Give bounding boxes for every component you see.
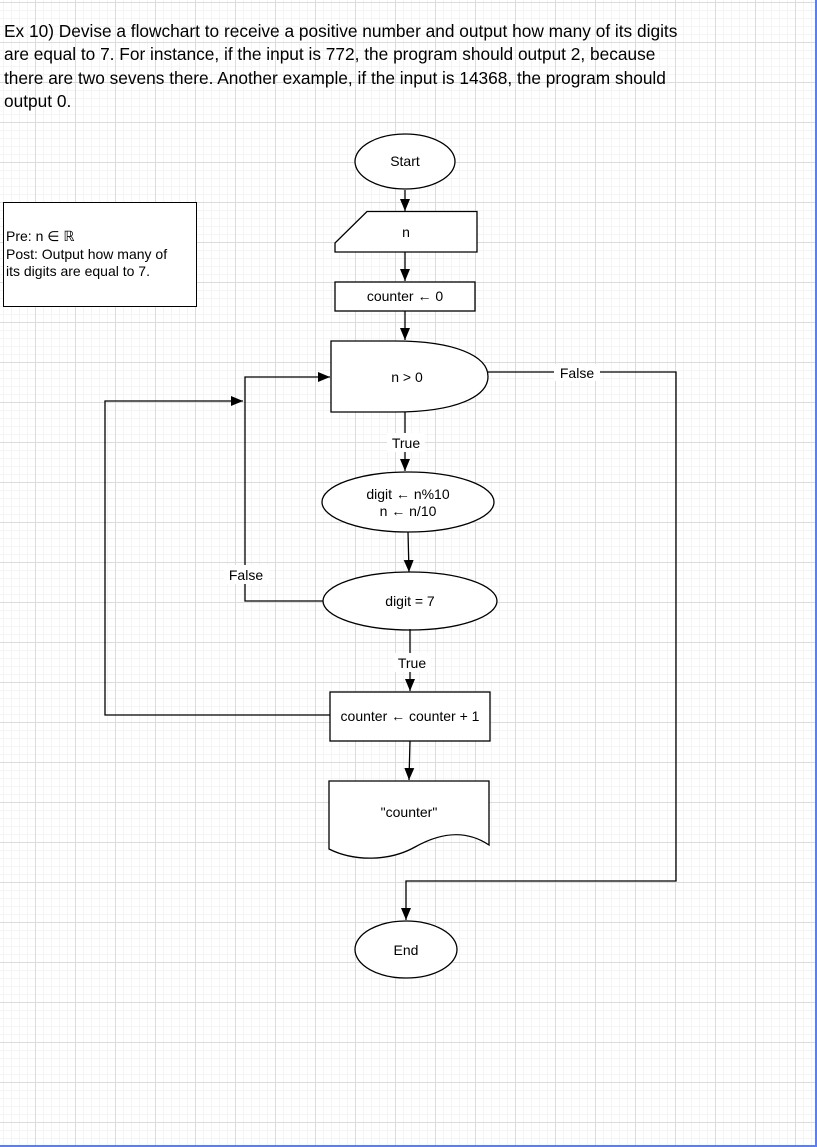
extract-digit-label-line2: n ← n/10 <box>380 503 437 519</box>
edge-label-bg <box>387 433 425 452</box>
loop-condition-label: n > 0 <box>391 369 423 385</box>
connector-increment-loopback <box>104 396 330 716</box>
note-line-pre: Pre: n ∈ ℝ <box>6 228 75 244</box>
extract-digit-ellipse-shape <box>321 471 495 533</box>
increment-label: counter ← counter + 1 <box>341 708 480 724</box>
note-line-post2: its digits are equal to 7. <box>6 263 150 280</box>
edge-label-bg <box>554 364 600 381</box>
page-edge-bottom <box>0 1145 817 1147</box>
digit-check-label: digit = 7 <box>385 593 435 609</box>
init-process-shape <box>334 281 476 312</box>
edge-label-bg <box>393 653 431 672</box>
start-label: Start <box>390 153 420 169</box>
init-label: counter ← 0 <box>367 288 443 304</box>
note-line-post: Post: Output how many of <box>6 245 168 262</box>
connector-extract-to-check <box>403 531 414 573</box>
end-label: End <box>394 942 419 958</box>
connector-loop-false-to-end <box>401 371 677 920</box>
problem-line: output 0. <box>4 91 72 112</box>
connector-check-false-to-loop <box>244 372 330 602</box>
problem-line: are equal to 7. For instance, if the inp… <box>4 44 656 65</box>
edge-label-loop-true: True <box>392 435 420 451</box>
edge-label-check-true: True <box>398 655 426 671</box>
edge-label-check-false: False <box>229 567 263 583</box>
increment-process-shape <box>329 691 491 742</box>
input-label: n <box>402 224 410 240</box>
pre-post-note-box: Pre: n ∈ ℝ Post: Output how many of its … <box>3 202 197 307</box>
problem-line: there are two sevens there. Another exam… <box>4 67 666 88</box>
edge-label-loop-false: False <box>560 365 594 381</box>
output-document-shape <box>328 780 490 859</box>
loop-condition-shape <box>330 340 489 413</box>
problem-statement: Ex 10) Devise a flowchart to receive a p… <box>4 20 810 114</box>
connector-increment-to-output <box>404 740 415 781</box>
extract-digit-label-line1: digit ← n%10 <box>366 486 449 502</box>
output-label: "counter" <box>381 804 438 820</box>
problem-line: Ex 10) Devise a flowchart to receive a p… <box>4 21 678 41</box>
edge-label-bg <box>224 565 269 584</box>
start-terminator-shape <box>354 133 456 190</box>
input-parallelogram-shape <box>334 210 478 253</box>
end-terminator-shape <box>354 920 458 979</box>
page-edge-right <box>815 0 817 1147</box>
